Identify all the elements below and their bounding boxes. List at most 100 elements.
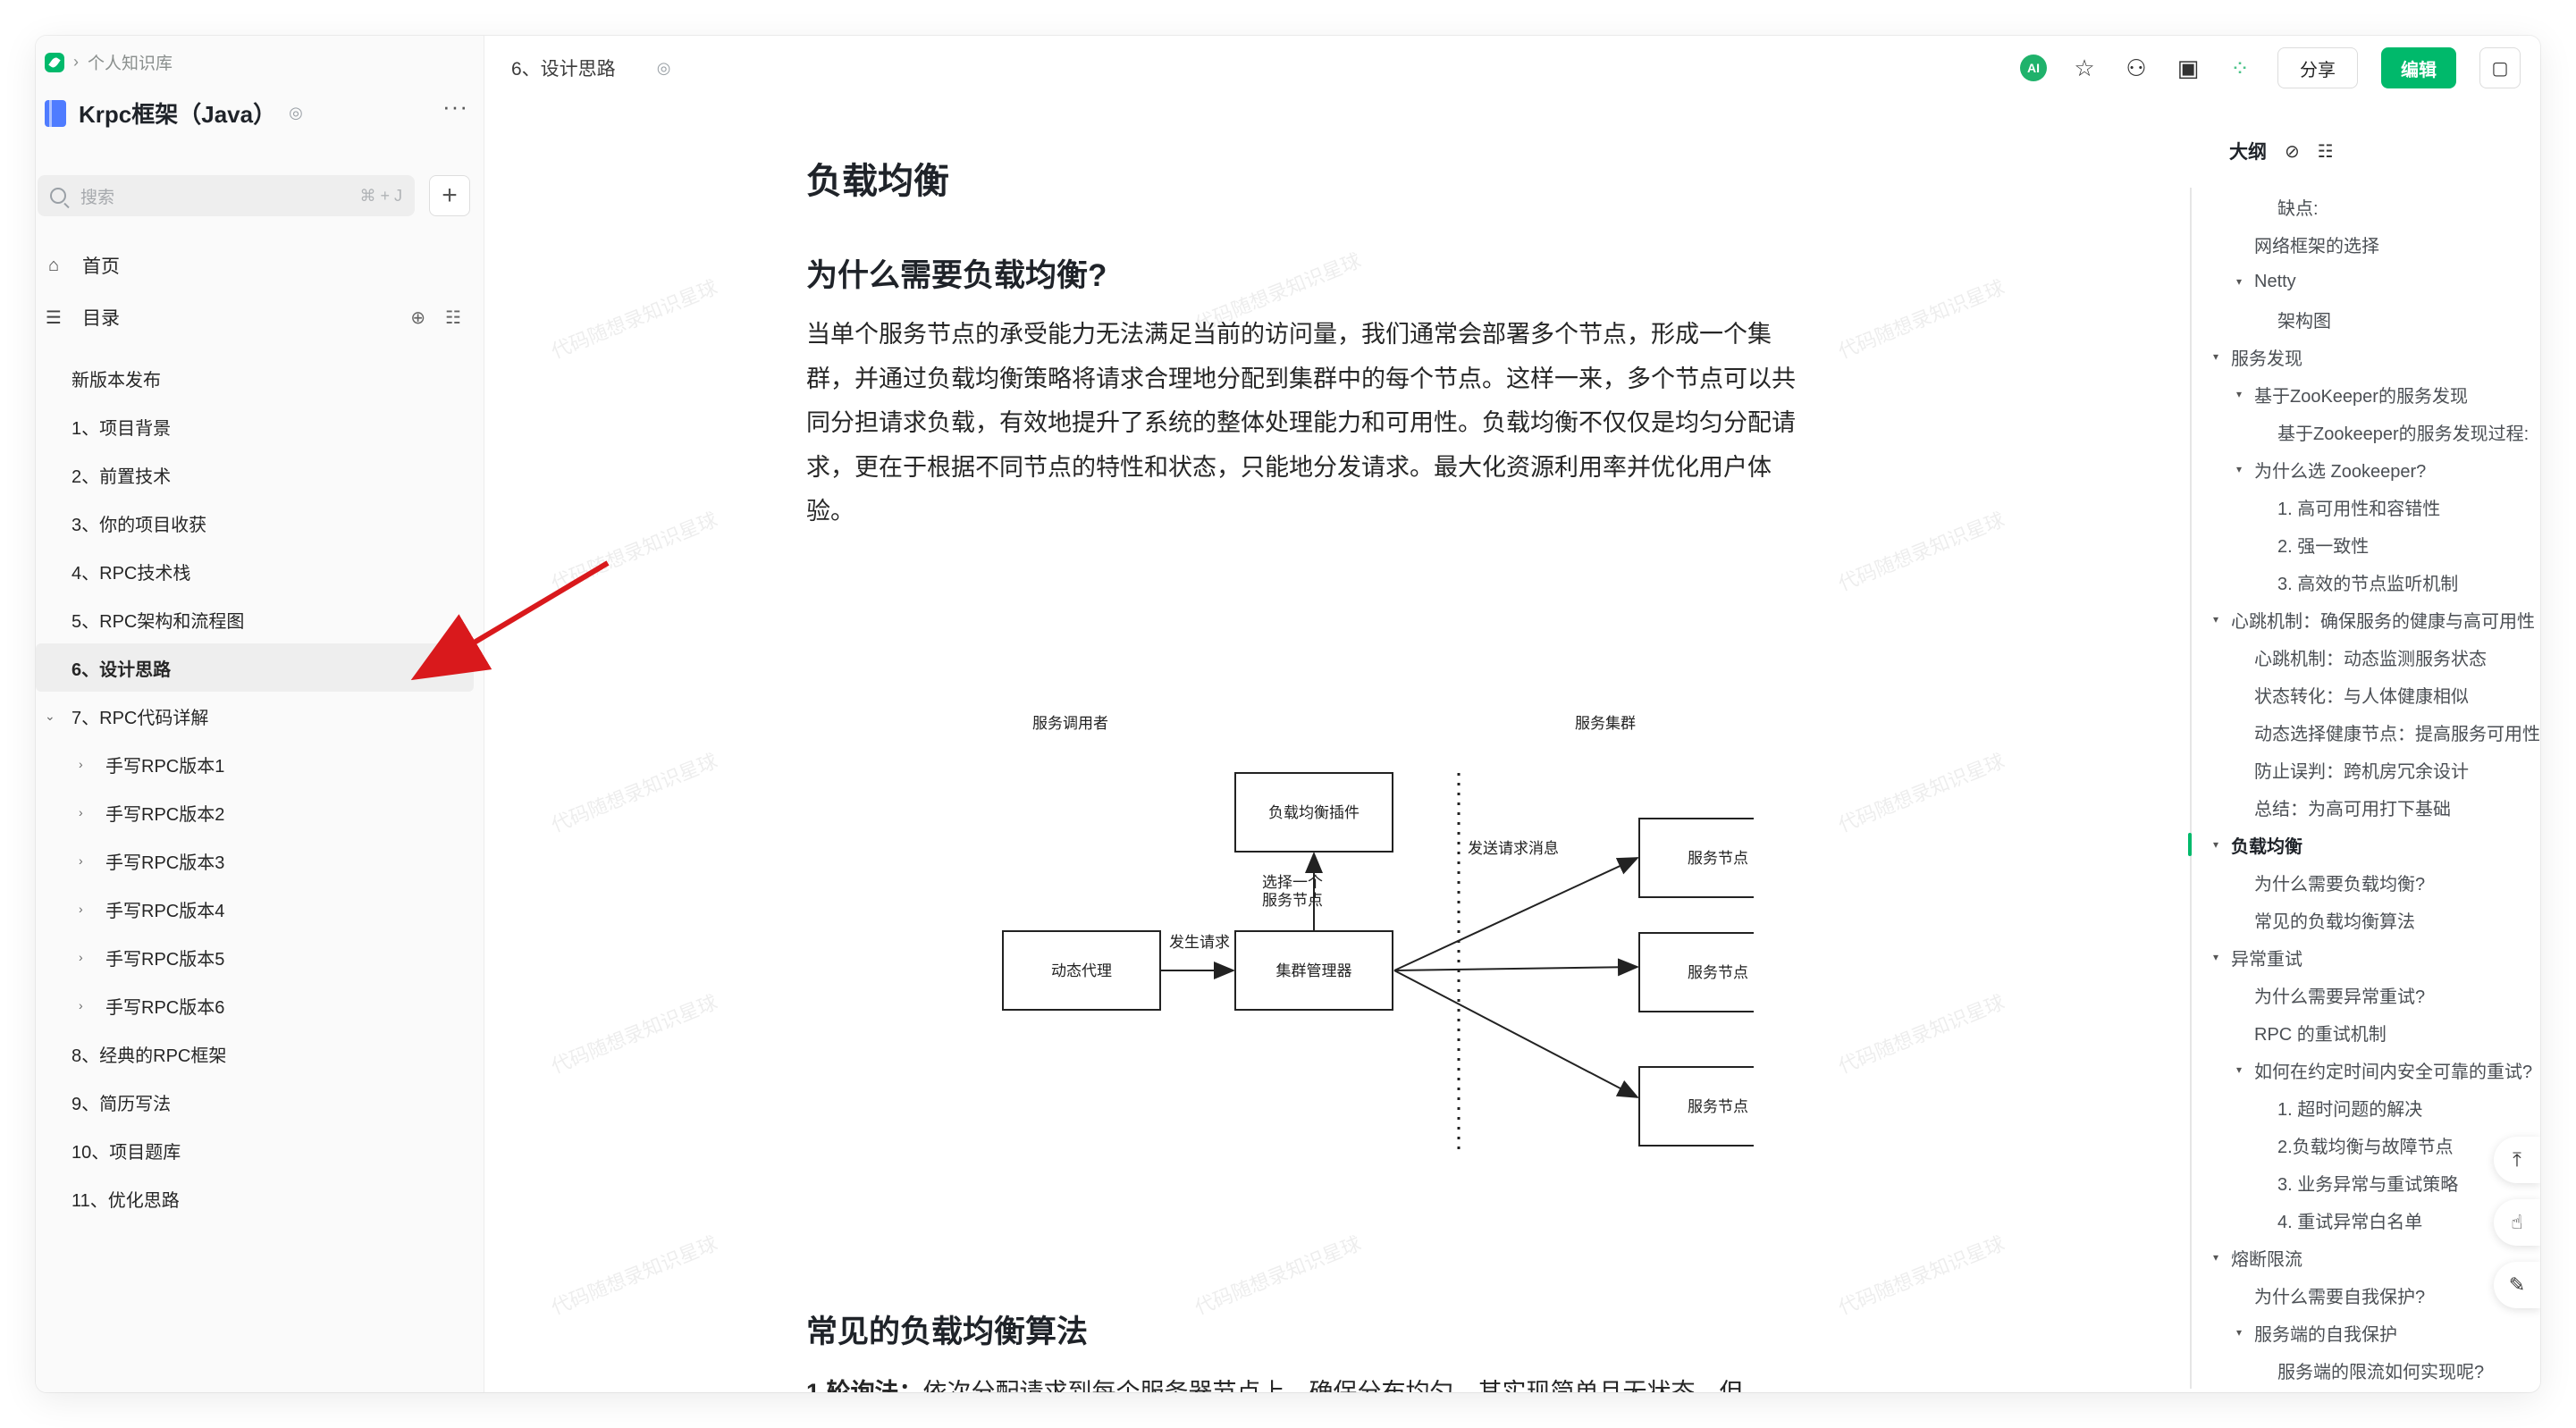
back-to-top-icon[interactable]: ⤒ bbox=[2494, 1137, 2540, 1183]
locate-icon[interactable]: ⊕ bbox=[410, 307, 426, 328]
outline-item[interactable]: 缺点: bbox=[2192, 188, 2540, 225]
book-icon bbox=[45, 99, 66, 127]
sidebar-toc-item[interactable]: 2、前置技术 bbox=[36, 450, 474, 499]
outline-item[interactable]: 状态转化：与人体健康相似 bbox=[2192, 676, 2540, 713]
caret-down-icon[interactable]: ▾ bbox=[2213, 1251, 2219, 1264]
sidebar-toc-item[interactable]: ›手写RPC版本2 bbox=[36, 788, 474, 836]
caret-down-icon[interactable]: ▾ bbox=[2236, 388, 2243, 400]
breadcrumb-label[interactable]: 个人知识库 bbox=[88, 55, 173, 73]
star-icon[interactable]: ☆ bbox=[2074, 54, 2095, 81]
outline-item[interactable]: 总结：为高可用打下基础 bbox=[2192, 788, 2540, 826]
edit-button[interactable]: 编辑 bbox=[2381, 47, 2456, 88]
chevron-right-icon[interactable]: › bbox=[79, 998, 83, 1012]
outline-item[interactable]: 4. 重试异常白名单 bbox=[2192, 1201, 2540, 1239]
sidebar-toc-item[interactable]: ›手写RPC版本1 bbox=[36, 740, 474, 788]
outline-item[interactable]: ▾心跳机制：确保服务的健康与高可用性 bbox=[2192, 601, 2540, 638]
sidebar-item-label: 首页 bbox=[82, 256, 120, 277]
sidebar-toc-item[interactable]: 9、简历写法 bbox=[36, 1078, 474, 1126]
caret-down-icon[interactable]: ▾ bbox=[2213, 838, 2219, 851]
outline-item[interactable]: 为什么需要负载均衡? bbox=[2192, 863, 2540, 901]
outline-item[interactable]: 为什么需要异常重试? bbox=[2192, 976, 2540, 1013]
outline-item[interactable]: ▾负载均衡 bbox=[2188, 826, 2540, 863]
outline-item[interactable]: 2.负载均衡与故障节点 bbox=[2192, 1126, 2540, 1163]
caret-down-icon[interactable]: ▾ bbox=[2213, 613, 2219, 626]
share-button[interactable]: 分享 bbox=[2277, 47, 2358, 88]
caret-down-icon[interactable]: ▾ bbox=[2236, 275, 2243, 288]
outline-item[interactable]: 服务端的限流如何实现呢? bbox=[2192, 1351, 2540, 1389]
outline-item[interactable]: 动态选择健康节点：提高服务可用性 bbox=[2192, 713, 2540, 751]
sidebar-toc-item[interactable]: ⌄7、RPC代码详解 bbox=[36, 692, 474, 740]
caret-down-icon[interactable]: ▾ bbox=[2236, 463, 2243, 475]
search-input[interactable]: 搜索 ⌘ + J bbox=[38, 175, 415, 216]
outline-item[interactable]: ▾如何在约定时间内安全可靠的重试? bbox=[2192, 1051, 2540, 1088]
present-icon[interactable]: ▣ bbox=[2176, 54, 2200, 81]
watermark: 代码随想录知识星球 bbox=[1835, 1231, 2008, 1320]
outline-item[interactable]: ▾服务发现 bbox=[2192, 338, 2540, 375]
sidebar-item-catalog[interactable]: ☰ 目录 ⊕ ☷ bbox=[36, 295, 474, 340]
outline-item[interactable]: 3. 业务异常与重试策略 bbox=[2192, 1163, 2540, 1201]
ai-assistant-button[interactable]: AI bbox=[2020, 55, 2047, 81]
outline-item-label: 服务端的自我保护 bbox=[2254, 1324, 2397, 1345]
apps-icon[interactable]: ⁘ bbox=[2230, 54, 2250, 81]
chevron-right-icon[interactable]: › bbox=[79, 902, 83, 916]
outline-item[interactable]: ▾异常重试 bbox=[2192, 938, 2540, 976]
sidebar-toc-item[interactable]: 1、项目背景 bbox=[36, 402, 474, 450]
chevron-right-icon[interactable]: › bbox=[79, 853, 83, 868]
outline-item[interactable]: 3. 高效的节点监听机制 bbox=[2192, 563, 2540, 601]
sidebar-toc-item[interactable]: 8、经典的RPC框架 bbox=[36, 1029, 474, 1078]
hide-outline-icon[interactable]: ⊘ bbox=[2285, 141, 2300, 162]
caret-down-icon[interactable]: ▾ bbox=[2236, 1326, 2243, 1339]
chevron-right-icon[interactable]: › bbox=[79, 805, 83, 819]
caret-down-icon[interactable]: ▾ bbox=[2236, 1063, 2243, 1076]
outline-item[interactable]: ▾基于ZooKeeper的服务发现 bbox=[2192, 375, 2540, 413]
sidebar-toc-item[interactable]: 新版本发布 bbox=[36, 354, 474, 402]
sidebar-item-home[interactable]: ⌂ 首页 bbox=[36, 243, 474, 288]
outline-item[interactable]: 基于Zookeeper的服务发现过程: bbox=[2192, 413, 2540, 450]
chevron-down-icon[interactable]: ⌄ bbox=[45, 708, 55, 723]
sidebar-toc-item[interactable]: 6、设计思路 bbox=[36, 643, 474, 692]
outline-list-icon[interactable]: ☷ bbox=[2317, 141, 2334, 162]
chevron-right-icon: › bbox=[73, 53, 79, 71]
more-options-icon[interactable]: ··· bbox=[442, 93, 468, 120]
outline-item[interactable]: 网络框架的选择 bbox=[2192, 225, 2540, 263]
chevron-right-icon[interactable]: › bbox=[79, 950, 83, 964]
list-view-icon[interactable]: ☷ bbox=[445, 307, 461, 328]
outline-header: 大纲 ⊘ ☷ bbox=[2229, 138, 2334, 164]
book-title[interactable]: Krpc框架（Java） bbox=[79, 101, 277, 128]
collaborator-icon[interactable]: ⚇ bbox=[2126, 54, 2147, 81]
sidebar-toc-item[interactable]: 10、项目题库 bbox=[36, 1126, 474, 1174]
outline-item[interactable]: 2. 强一致性 bbox=[2192, 525, 2540, 563]
book-header[interactable]: Krpc框架（Java） ◎ ··· bbox=[45, 93, 474, 130]
like-icon[interactable]: ☝ bbox=[2494, 1199, 2540, 1246]
outline-item[interactable]: ▾熔断限流 bbox=[2192, 1239, 2540, 1276]
outline-item[interactable]: 1. 高可用性和容错性 bbox=[2192, 488, 2540, 525]
outline-item[interactable]: ▾Netty bbox=[2192, 263, 2540, 300]
sidebar-toc-item[interactable]: 11、优化思路 bbox=[36, 1174, 474, 1222]
outline-item[interactable]: 心跳机制：动态监测服务状态 bbox=[2192, 638, 2540, 676]
sidebar-toc-item[interactable]: ›手写RPC版本3 bbox=[36, 836, 474, 885]
breadcrumb[interactable]: › 个人知识库 bbox=[45, 50, 173, 74]
outline-item[interactable]: 为什么需要自我保护? bbox=[2192, 1276, 2540, 1314]
sidebar-toc-item[interactable]: 4、RPC技术栈 bbox=[36, 547, 474, 595]
outline-item[interactable]: RPC 的重试机制 bbox=[2192, 1013, 2540, 1051]
sidebar-toc-item[interactable]: ›手写RPC版本6 bbox=[36, 981, 474, 1029]
comment-float-icon[interactable]: ✎ bbox=[2494, 1262, 2540, 1308]
comment-icon[interactable]: ▢ bbox=[2479, 47, 2521, 88]
outline-item[interactable]: ▾ 服务端的自我保护 bbox=[2192, 1314, 2540, 1351]
caret-down-icon[interactable]: ▾ bbox=[2213, 951, 2219, 963]
sidebar-toc-item[interactable]: ›手写RPC版本4 bbox=[36, 885, 474, 933]
add-button[interactable]: + bbox=[429, 175, 470, 216]
outline-item[interactable]: 架构图 bbox=[2192, 300, 2540, 338]
outline-item-label: 为什么需要异常重试? bbox=[2254, 987, 2426, 1007]
sidebar-toc-item[interactable]: 3、你的项目收获 bbox=[36, 499, 474, 547]
sidebar-toc-item[interactable]: 5、RPC架构和流程图 bbox=[36, 595, 474, 643]
outline-item[interactable]: 常见的负载均衡算法 bbox=[2192, 901, 2540, 938]
sidebar-toc-item[interactable]: ›手写RPC版本5 bbox=[36, 933, 474, 981]
document-tab-title[interactable]: 6、设计思路 bbox=[511, 59, 616, 80]
outline-item[interactable]: 1. 超时问题的解决 bbox=[2192, 1088, 2540, 1126]
caret-down-icon[interactable]: ▾ bbox=[2213, 350, 2219, 363]
outline-item[interactable]: ▾为什么选 Zookeeper? bbox=[2192, 450, 2540, 488]
app-window: › 个人知识库 Krpc框架（Java） ◎ ··· 搜索 ⌘ + J + ⌂ … bbox=[36, 36, 2540, 1392]
outline-item[interactable]: 防止误判：跨机房冗余设计 bbox=[2192, 751, 2540, 788]
chevron-right-icon[interactable]: › bbox=[79, 757, 83, 771]
